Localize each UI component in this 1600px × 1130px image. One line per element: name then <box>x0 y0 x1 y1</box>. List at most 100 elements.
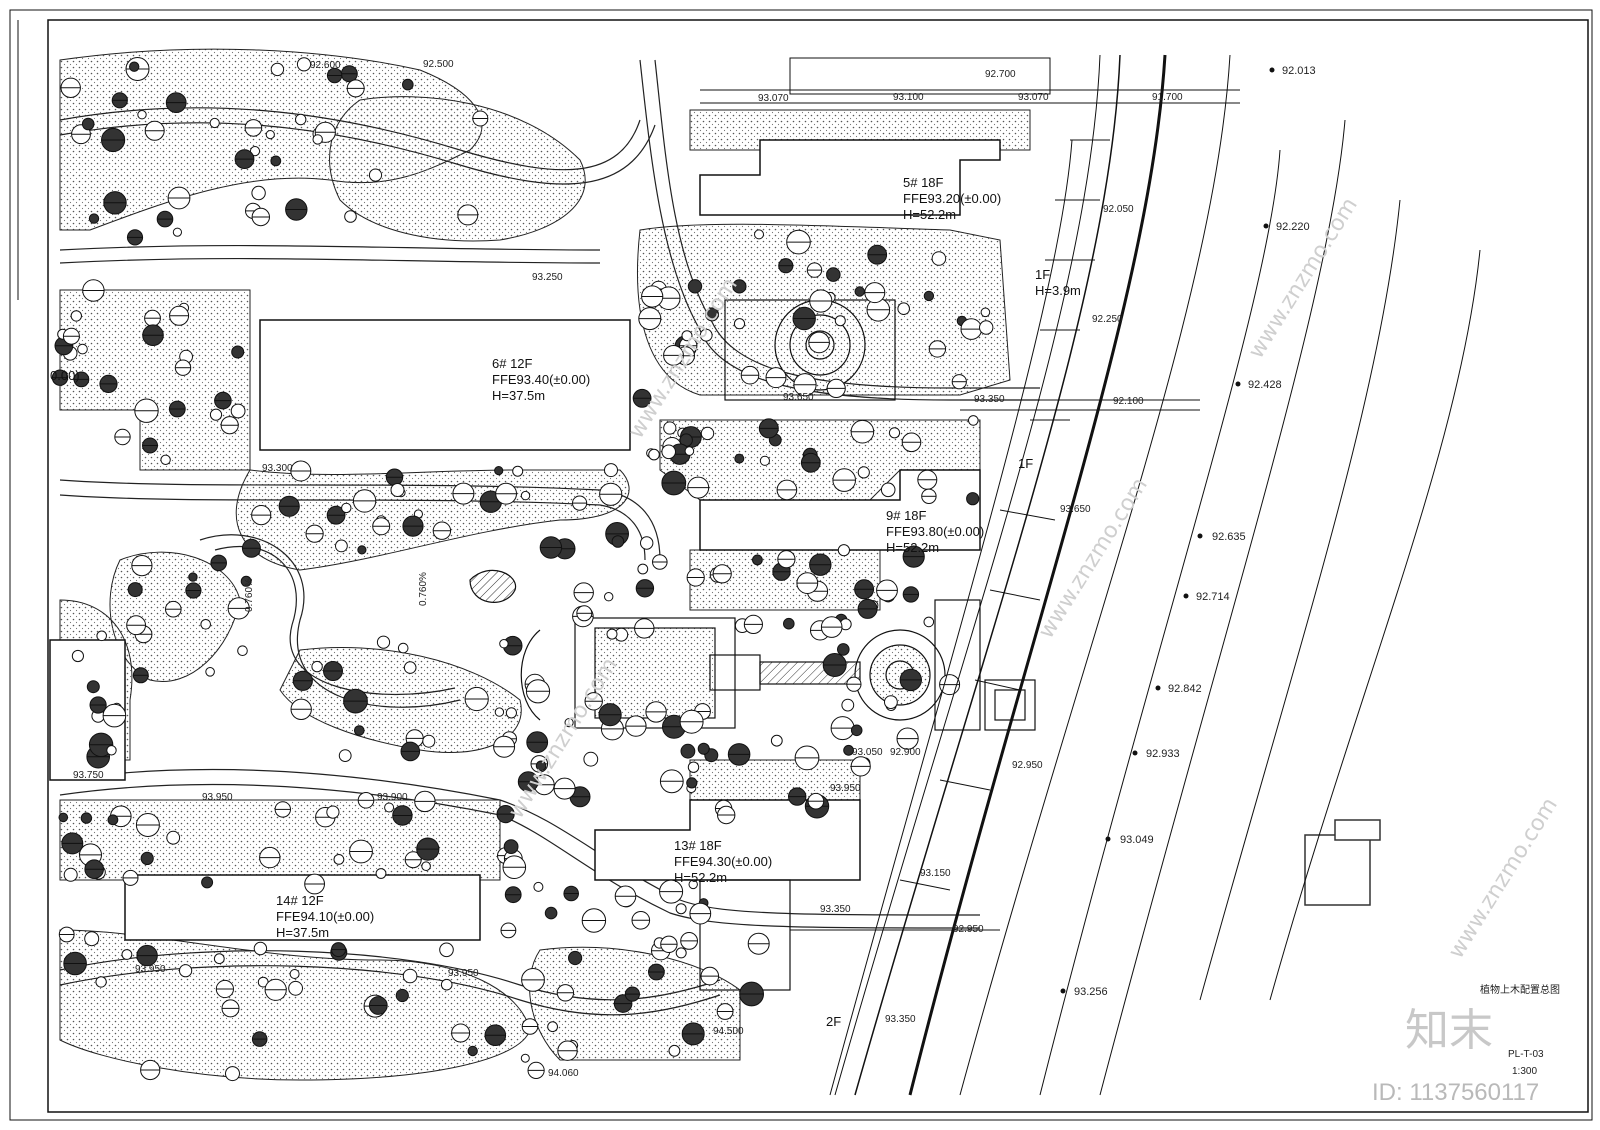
spot-elevation: 93.070 <box>758 93 789 104</box>
watermark-brand-logo: 知末 <box>1405 1005 1493 1056</box>
tree-symbol <box>568 950 583 966</box>
drawing-scale: 1:300 <box>1512 1066 1537 1077</box>
tree-symbol <box>205 667 215 677</box>
tree-symbol <box>668 1044 681 1057</box>
road-elevation: 93.256 <box>1074 986 1108 998</box>
tree-symbol <box>699 328 713 342</box>
tree-symbol <box>604 463 618 478</box>
spot-elevation: 93.050 <box>852 747 883 758</box>
watermark-id: ID: 1137560117 <box>1372 1079 1539 1106</box>
spot-elevation: 93.900 <box>377 792 408 803</box>
tree-symbol <box>680 743 696 759</box>
tree-symbol <box>95 976 107 988</box>
tree-symbol <box>857 466 870 479</box>
tree-symbol <box>841 698 855 712</box>
tree-symbol <box>837 643 850 656</box>
tree-symbol <box>547 1021 558 1033</box>
spot-elevation: 93.350 <box>974 394 1005 405</box>
tree-symbol <box>648 448 660 461</box>
tree-symbol <box>70 310 83 322</box>
tree-symbol <box>390 483 405 497</box>
road-elevation: 92.842 <box>1168 683 1202 695</box>
title-block: 植物上木配置总图 PL-T-03 1:300 <box>1480 983 1560 1077</box>
tree-symbol <box>354 725 365 736</box>
tree-symbol <box>422 734 436 748</box>
building-label-5: 5# 18F FFE93.20(±0.00) H=52.2m <box>903 175 1001 222</box>
spot-elevation: 92.950 <box>953 924 984 935</box>
tree-symbol <box>837 544 851 557</box>
tree-symbol <box>231 345 245 359</box>
road-elevation: 92.428 <box>1248 379 1282 391</box>
tree-symbol <box>499 639 509 649</box>
tree-symbol <box>854 286 865 297</box>
spot-elevation: 93.950 <box>202 792 233 803</box>
tree-symbol <box>564 718 574 728</box>
tree-symbol <box>637 563 649 575</box>
tree-symbol <box>533 881 544 892</box>
tree-symbol <box>663 421 677 435</box>
tree-symbol <box>188 572 198 582</box>
spot-elevation: 93.350 <box>885 1014 916 1025</box>
tree-symbol <box>84 931 100 947</box>
tree-symbol <box>225 1066 240 1082</box>
tree-symbol <box>897 302 911 316</box>
tree-symbol <box>931 251 947 266</box>
tree-symbol <box>843 744 854 756</box>
tree-symbol <box>86 680 100 694</box>
building-label-14: 14# 12F FFE94.10(±0.00) H=37.5m <box>276 893 374 940</box>
tree-symbol <box>705 307 719 322</box>
spot-elevation: 93.650 <box>1060 504 1091 515</box>
spot-elevation: 92.100 <box>1113 396 1144 407</box>
tree-symbol <box>63 867 78 882</box>
spot-elevation: 92.050 <box>1103 204 1134 215</box>
tree-symbol <box>733 318 746 330</box>
outer-frame <box>9 9 1593 1121</box>
building-5-height: H=52.2m <box>903 207 956 222</box>
spot-elevation: 92.500 <box>423 59 454 70</box>
tree-symbol <box>81 117 95 131</box>
tree-symbol <box>368 168 383 182</box>
tree-symbol <box>439 942 454 958</box>
road-elevation: 92.635 <box>1212 531 1246 543</box>
road-elevation: 92.220 <box>1276 221 1310 233</box>
tree-symbol <box>968 415 979 426</box>
tree-symbol <box>160 454 171 465</box>
tree-symbol <box>58 812 69 823</box>
tree-symbol <box>520 490 531 501</box>
tree-symbol <box>440 978 453 991</box>
spot-elevation: 92.700 <box>985 69 1016 80</box>
tree-symbol <box>312 134 323 145</box>
tree-symbol <box>200 619 211 630</box>
road-elevation: 93.049 <box>1120 834 1154 846</box>
tree-symbol <box>129 61 140 72</box>
tree-symbol <box>503 839 519 854</box>
spot-elevation: 93.950 <box>830 783 861 794</box>
tree-symbol <box>505 707 517 719</box>
tree-symbol <box>675 903 687 915</box>
tree-symbol <box>467 1045 478 1057</box>
tree-symbol <box>289 969 300 979</box>
spot-elevation: 93.250 <box>532 272 563 283</box>
tree-symbol <box>335 539 348 553</box>
road-elevation: 92.933 <box>1146 748 1180 760</box>
building-14-ffe: FFE94.10(±0.00) <box>276 909 374 924</box>
building-14-height: H=37.5m <box>276 925 329 940</box>
building-9-ffe: FFE93.80(±0.00) <box>886 524 984 539</box>
tree-symbol <box>375 868 387 879</box>
tree-symbols <box>51 57 994 1082</box>
tree-symbol <box>770 734 783 747</box>
tree-symbol <box>850 724 863 737</box>
spot-elevation: 94.500 <box>713 1026 744 1037</box>
building-label-9: 9# 18F FFE93.80(±0.00) H=52.2m <box>886 508 984 555</box>
tree-symbol <box>697 742 710 755</box>
tree-symbol <box>71 649 85 663</box>
partial-left-label: 0.00) <box>50 368 80 383</box>
tree-symbol <box>884 695 898 709</box>
tree-symbol <box>661 444 677 460</box>
tree-symbol <box>140 851 154 866</box>
spot-elevation: 92.950 <box>1012 760 1043 771</box>
spot-elevation: 93.150 <box>920 868 951 879</box>
annex-1f-mid: 1F <box>1018 456 1033 471</box>
tree-symbol <box>880 482 896 498</box>
